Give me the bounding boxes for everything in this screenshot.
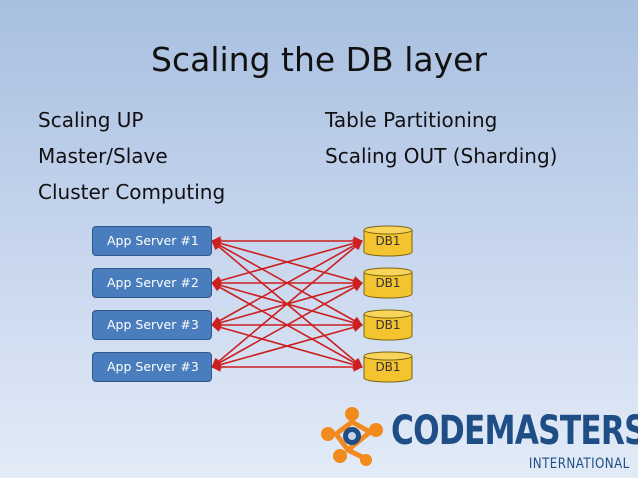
slide-title: Scaling the DB layer [151,40,487,79]
bullet-scaling-up: Scaling UP [38,108,144,132]
app-server-3: App Server #3 [92,310,212,340]
codemasters-logo: CODEMASTERS INTERNATIONAL [318,402,638,478]
db-label: DB1 [375,276,401,290]
bullet-table-partitioning: Table Partitioning [325,108,498,132]
connection-line [211,322,363,370]
app-server-4: App Server #3 [92,352,212,382]
db-label: DB1 [375,234,401,248]
bullet-master-slave: Master/Slave [38,144,168,168]
db-cylinder-2: DB1 [363,267,413,299]
bullet-sharding: Scaling OUT (Sharding) [325,144,558,168]
logo-subtitle: INTERNATIONAL [529,456,630,472]
puzzle-molecule-icon [321,407,383,466]
bullet-cluster-computing: Cluster Computing [38,180,226,204]
db-cylinder-4: DB1 [363,351,413,383]
app-server-1: App Server #1 [92,226,212,256]
logo-name: CODEMASTERS [391,408,638,454]
db-cylinder-1: DB1 [363,225,413,257]
db-label: DB1 [375,360,401,374]
db-cylinder-3: DB1 [363,309,413,341]
db-label: DB1 [375,318,401,332]
app-server-2: App Server #2 [92,268,212,298]
